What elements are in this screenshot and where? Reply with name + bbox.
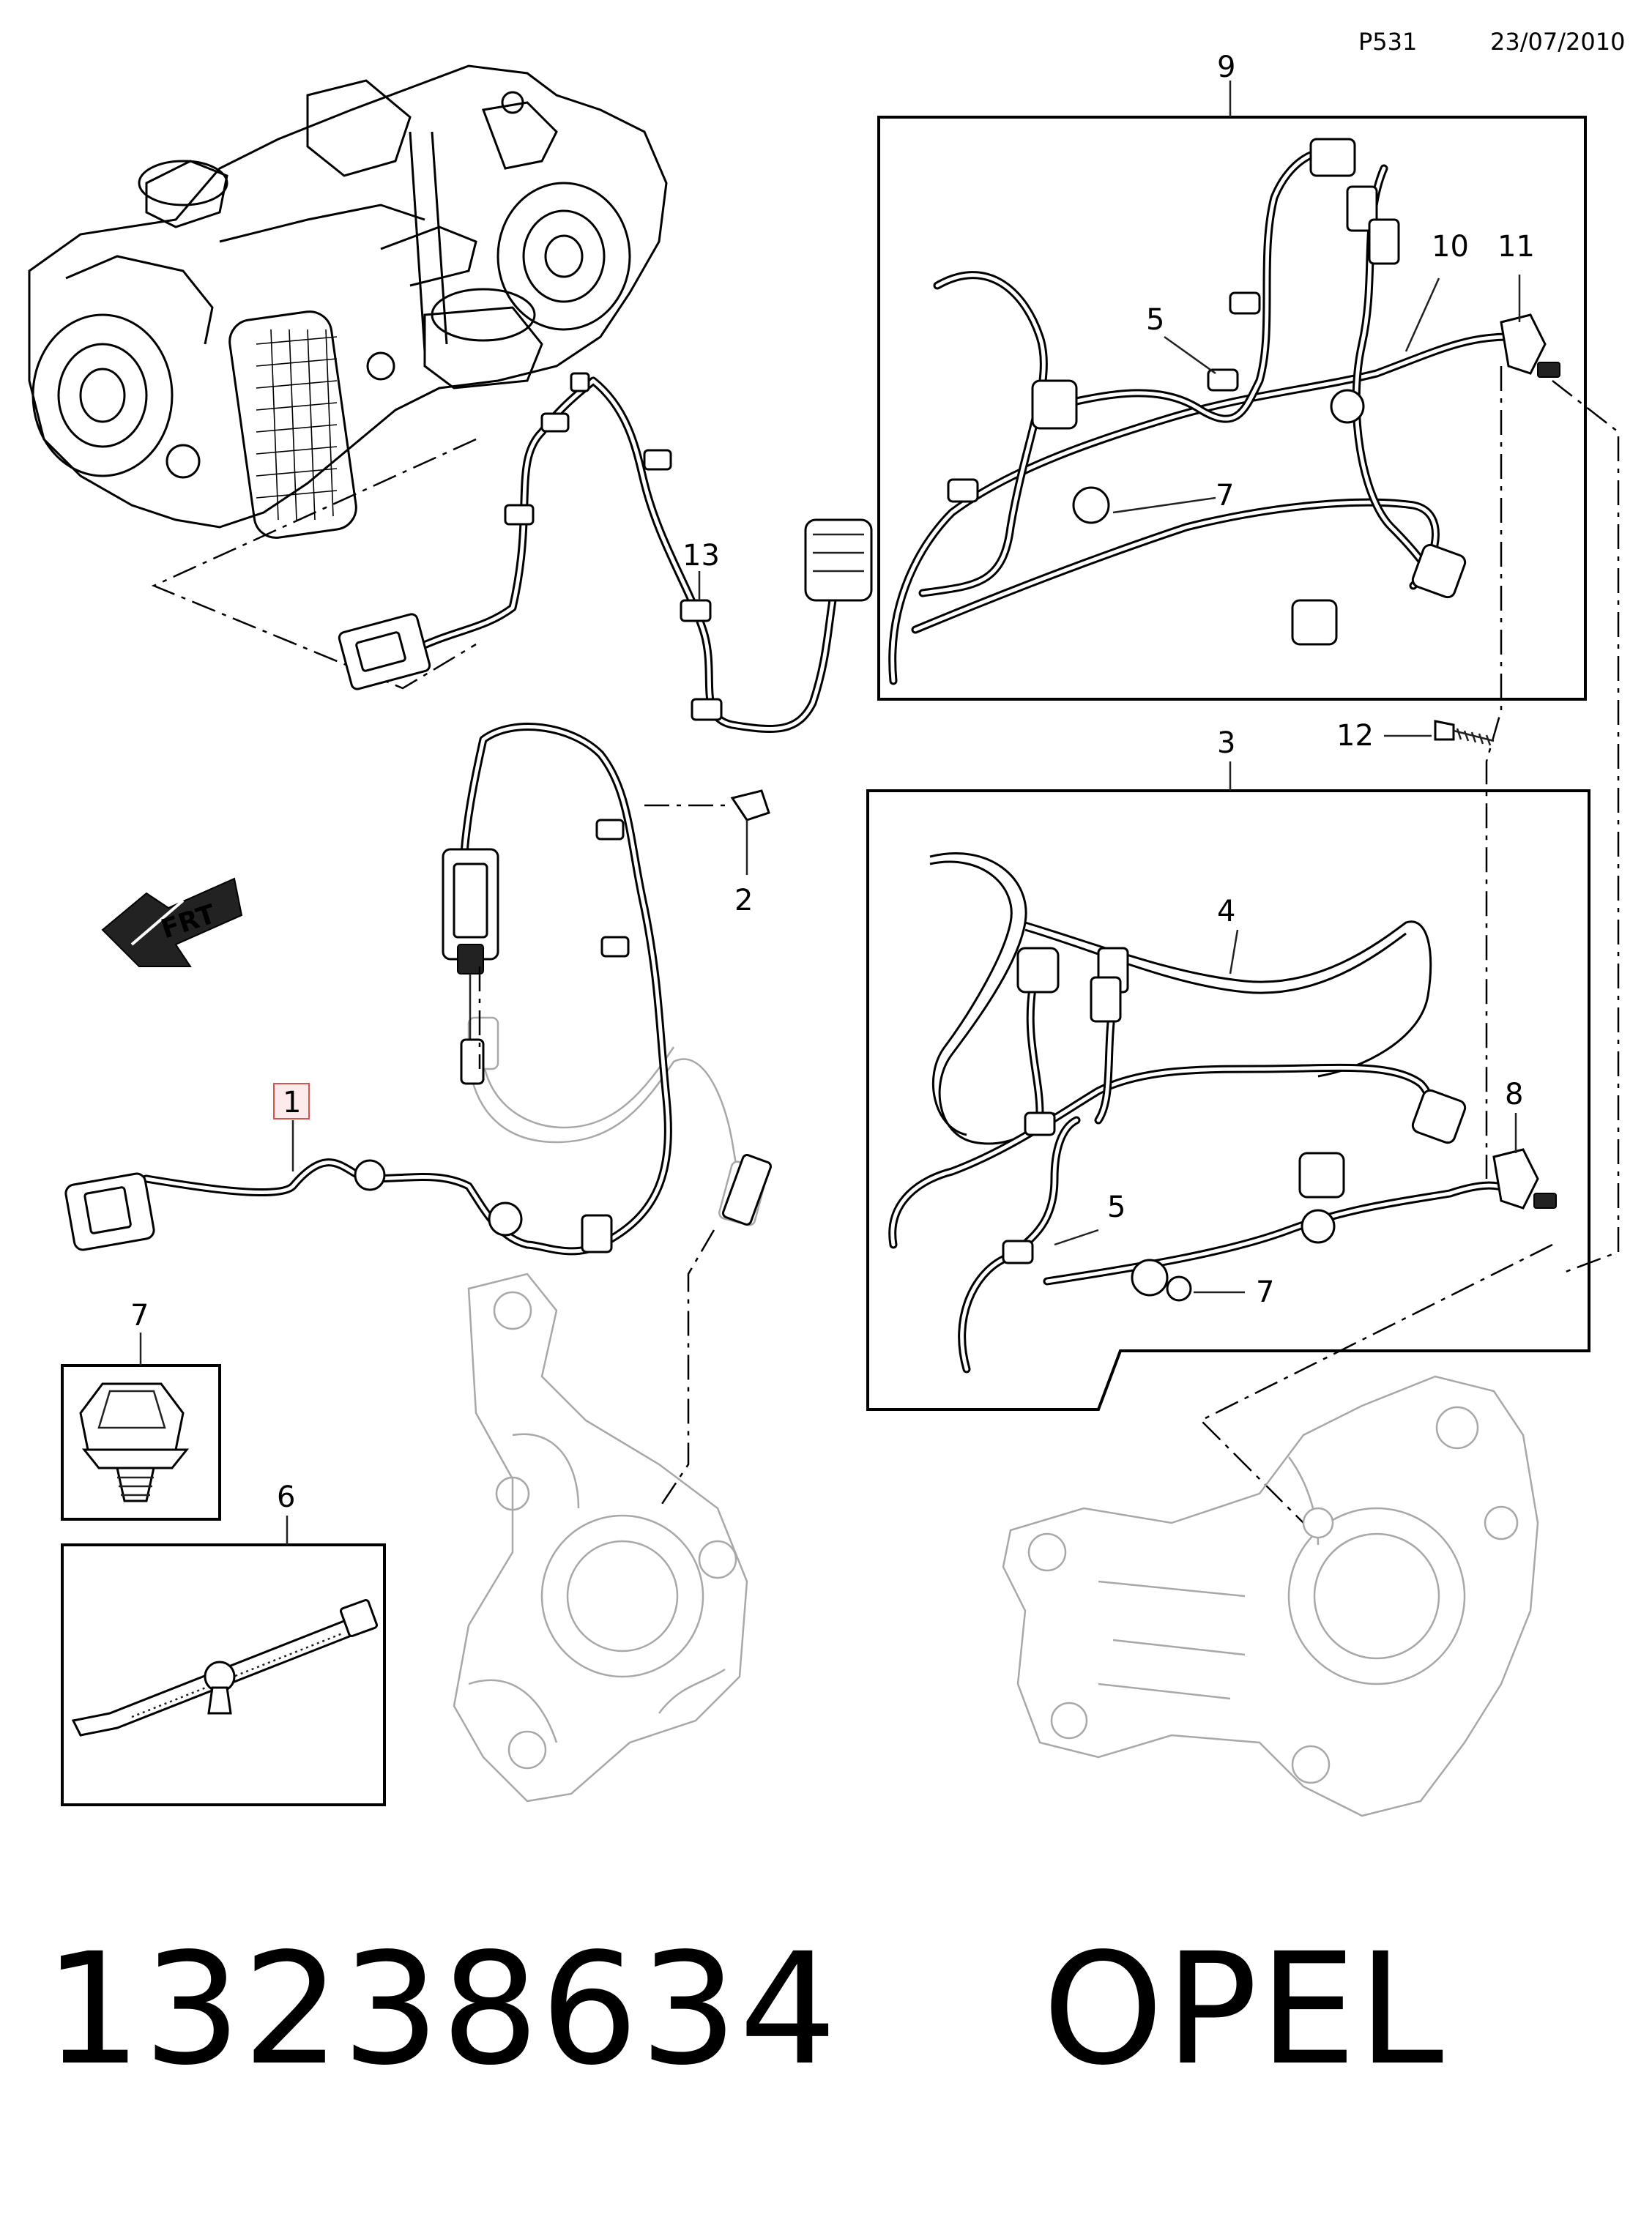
- box-cable-tie-6: [61, 1543, 386, 1806]
- callout-3: 3: [1217, 726, 1235, 760]
- harness-13: [338, 372, 873, 734]
- harness-10: [888, 138, 1560, 685]
- callout-4: 4: [1217, 895, 1235, 928]
- harness-1: [64, 723, 772, 1256]
- callout-8: 8: [1505, 1078, 1523, 1111]
- callout-1: 1: [283, 1086, 301, 1119]
- knuckle-right: [1002, 1375, 1539, 1817]
- callout-7-lower: 7: [1256, 1275, 1274, 1309]
- filter-grid-pattern: [256, 329, 338, 521]
- callout-9: 9: [1217, 51, 1235, 84]
- clip-2: [644, 789, 770, 875]
- front-direction-arrow: FRT: [101, 877, 243, 967]
- part-number: 13238634: [44, 1920, 838, 2099]
- callout-2: 2: [734, 884, 753, 917]
- knuckle-left: [453, 1273, 748, 1803]
- footer: 13238634 OPEL: [44, 1933, 1445, 2153]
- leader-knuckle-right: [1199, 1243, 1553, 1524]
- page-date: 23/07/2010: [1490, 28, 1625, 56]
- callout-6: 6: [277, 1480, 295, 1514]
- callout-12: 12: [1336, 719, 1374, 753]
- leader-differential: [151, 438, 477, 690]
- callout-1-highlight: [273, 1083, 310, 1119]
- callout-10: 10: [1432, 230, 1469, 264]
- clip-7-part: [79, 1382, 190, 1502]
- leader-5-upper: [1164, 335, 1216, 375]
- bolt-12: [1434, 720, 1495, 746]
- cable-tie-part: [71, 1598, 379, 1737]
- callout-5-lower: 5: [1107, 1191, 1125, 1224]
- leader-knuckle-left: [658, 1229, 715, 1509]
- box-9: [877, 116, 1587, 701]
- leader-right-vertical: [1485, 366, 1503, 1179]
- callout-7-box: 7: [130, 1299, 149, 1333]
- callout-13: 13: [682, 539, 720, 573]
- brand-name: OPEL: [1042, 1920, 1446, 2099]
- leader-5-lower: [1054, 1229, 1099, 1246]
- leader-4: [1229, 929, 1239, 975]
- leader-10: [1404, 277, 1440, 352]
- page-code: P531: [1358, 28, 1417, 56]
- callout-7-upper: 7: [1216, 479, 1234, 513]
- box-3: [866, 789, 1590, 1411]
- harness-4: [888, 852, 1557, 1374]
- leader-7-upper: [1112, 496, 1216, 514]
- differential-illustration: [28, 64, 668, 539]
- callout-11: 11: [1497, 230, 1535, 264]
- callout-5-upper: 5: [1146, 303, 1164, 337]
- harness-ghost: [467, 1016, 768, 1226]
